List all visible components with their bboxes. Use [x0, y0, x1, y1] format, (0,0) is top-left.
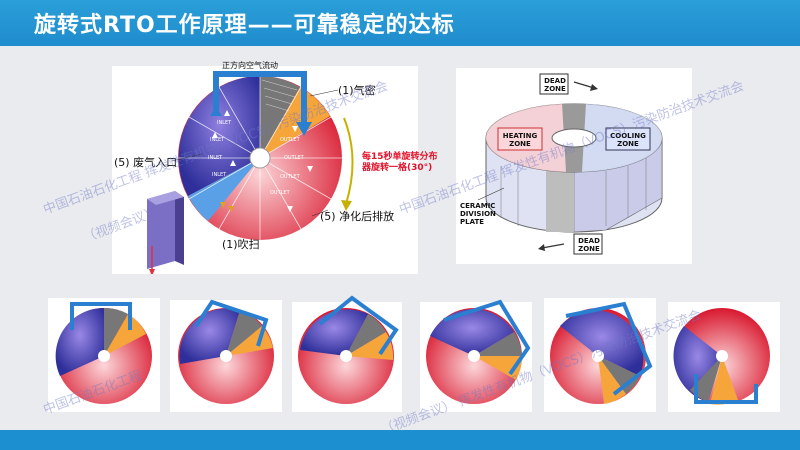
heating-zone-label: HEATING ZONE: [502, 132, 538, 148]
rotor-sequence: [0, 290, 800, 430]
main-diagram-panel: INLET INLET INLET INLET OUTLET OUTLET OU…: [112, 61, 438, 276]
rotor-3d-body: [485, 103, 663, 233]
sector-outlet-label-1: OUTLET: [280, 137, 301, 143]
rotor-sequence-svg: [48, 295, 780, 412]
sector-inlet-label-3: INLET: [208, 155, 223, 161]
sector-outlet-label-2: OUTLET: [284, 155, 305, 161]
sector-inlet-label-4: INLET: [212, 172, 227, 178]
footer-bar: [0, 430, 800, 450]
cooling-zone-box: [605, 127, 651, 151]
rotation-note: 每15秒单旋转分布器旋转一格(30°): [362, 152, 438, 173]
rotor-frame-6: [668, 302, 780, 412]
rotor-frame-2: [170, 299, 282, 412]
main-rotor-disc: [178, 76, 342, 240]
rotation-arrow: [343, 117, 354, 205]
rotor-frame-5: [544, 298, 656, 412]
dead-zone-label-top: DEAD ZONE: [544, 77, 566, 93]
sector-outlet-label-4: OUTLET: [270, 190, 291, 196]
rotor-frame-1: [48, 298, 160, 412]
top-duct-arrow: [213, 71, 307, 126]
top-flow-label: 正方向空气流动: [222, 61, 278, 70]
dead-zone-label-bottom: DEAD ZONE: [578, 237, 600, 253]
right-diagram-panel: DEAD ZONE DEAD ZONE HEATING ZONE COOLING…: [456, 68, 692, 264]
cooling-zone-label: COOLING ZONE: [610, 132, 646, 148]
dead-zone-box-bottom: [573, 233, 603, 255]
ceramic-plate-label: CERAMIC DIVISION PLATE: [460, 202, 496, 226]
rotor-3d-diagram: [477, 73, 663, 255]
title-bar: 旋转式RTO工作原理——可靠稳定的达标: [0, 0, 800, 46]
sector-outlet-label-3: OUTLET: [280, 174, 301, 180]
sector-inlet-label-1: INLET: [217, 120, 232, 126]
exhaust-label: (5) 净化后排放: [320, 210, 395, 223]
sector-inlet-label-2: INLET: [210, 137, 225, 143]
seal-label: (1)气密: [338, 84, 376, 97]
heating-zone-box: [497, 127, 543, 151]
purge-label: (1)吹扫: [222, 238, 260, 251]
ceramic-prism: [147, 191, 184, 276]
rotor-frame-4: [420, 299, 532, 412]
main-rotor-diagram: INLET INLET INLET INLET OUTLET OUTLET OU…: [147, 71, 354, 276]
flow-arrows: [212, 110, 313, 212]
inlet-label: (5) 废气入口: [114, 156, 178, 169]
rotor-frame-3: [292, 295, 402, 412]
dead-zone-box-top: [539, 73, 569, 95]
page-title: 旋转式RTO工作原理——可靠稳定的达标: [34, 13, 455, 38]
